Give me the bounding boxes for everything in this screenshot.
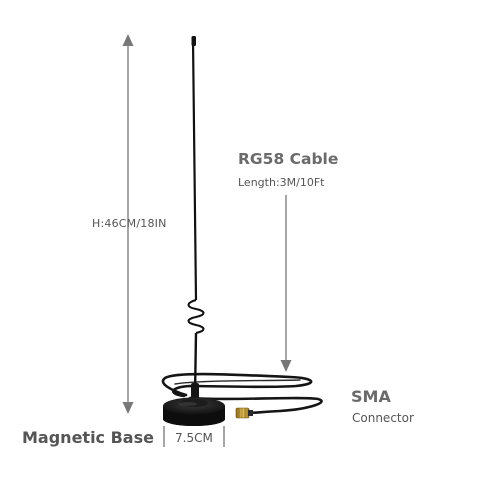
connector-title: SMA [351, 387, 391, 406]
height-label: H:46CM/18IN [92, 217, 167, 230]
cable-pointer-arrow [280, 195, 292, 372]
whip-antenna [187, 36, 205, 399]
base-width-label: 7.5CM [175, 431, 213, 445]
cable-length-label: Length:3M/10Ft [238, 176, 325, 189]
coaxial-cable [161, 372, 323, 415]
magnetic-base-icon [163, 397, 225, 426]
sma-connector-icon [235, 407, 253, 419]
magnetic-base-label: Magnetic Base [22, 428, 154, 447]
cable-title: RG58 Cable [238, 150, 339, 168]
base-width-dimension [163, 426, 225, 447]
height-dimension-arrow [122, 34, 134, 414]
connector-subtitle: Connector [352, 411, 414, 425]
